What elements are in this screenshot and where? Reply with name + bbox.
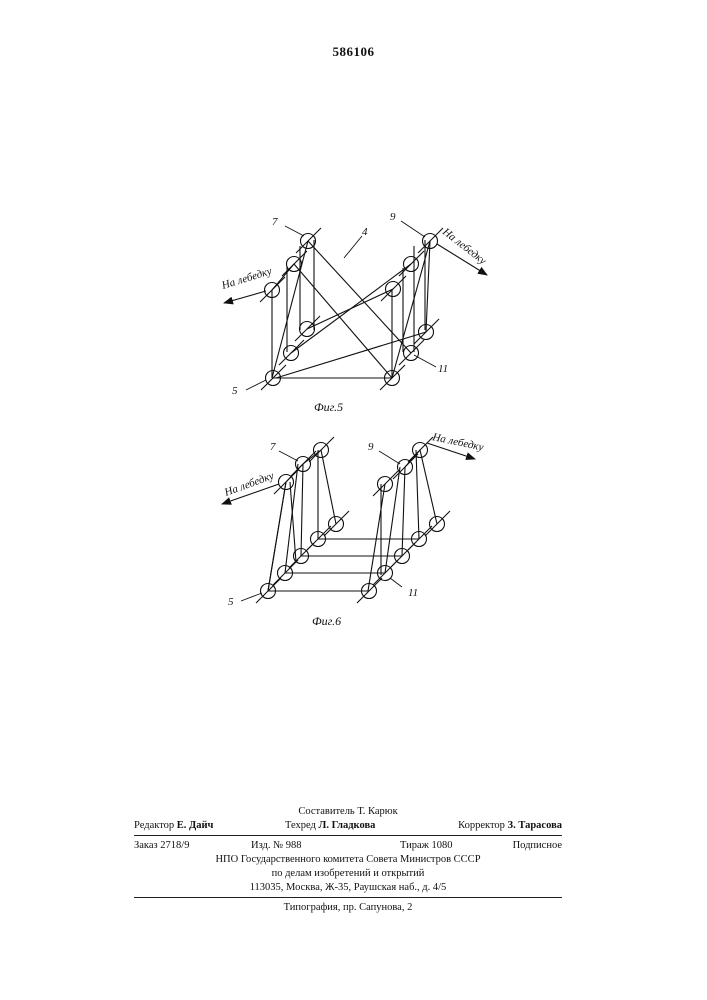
ref-label-7: 7 — [272, 216, 278, 228]
editor-credit: Редактор Е. Дайч — [134, 819, 213, 832]
patent-drawings: На лебедку На лебедку 7 9 4 5 11 Фиг.5 — [0, 0, 707, 700]
corrector-role: Корректор — [458, 820, 505, 831]
ref-label-5: 5 — [232, 385, 238, 397]
ref-label-9: 9 — [368, 441, 374, 453]
winch-label-left: На лебедку — [219, 265, 273, 292]
ref-label-9: 9 — [390, 211, 396, 223]
divider — [134, 897, 562, 898]
sheave — [381, 276, 406, 301]
org-line-2: по делам изобретений и открытий — [134, 867, 562, 881]
winch-label-right: На лебедку — [430, 431, 484, 454]
figure-5: На лебедку На лебедку 7 9 4 5 11 Фиг.5 — [219, 211, 488, 414]
ref-label-7: 7 — [270, 441, 276, 453]
sheave — [291, 451, 316, 476]
ref-label-11: 11 — [408, 587, 418, 599]
figure-5-leaders — [246, 221, 436, 390]
sheave — [309, 437, 334, 462]
order-number: Заказ 2718/9 — [134, 839, 189, 852]
sheave — [393, 454, 418, 479]
sheave — [324, 511, 349, 536]
sheave — [373, 471, 398, 496]
subscription-note: Подписное — [513, 839, 562, 852]
ref-label-4: 4 — [362, 226, 368, 238]
circulation: Тираж 1080 — [400, 839, 453, 852]
sheave — [418, 228, 443, 253]
editor-name: Е. Дайч — [177, 820, 214, 831]
sheave — [279, 340, 304, 365]
winch-arrow-left — [224, 291, 266, 303]
corrector-credit: Корректор З. Тарасова — [458, 819, 562, 832]
sheave — [282, 251, 307, 276]
ref-label-11: 11 — [438, 363, 448, 375]
techred-credit: Техред Л. Гладкова — [285, 819, 375, 832]
compiler-line: Составитель Т. Карюк — [134, 805, 562, 819]
figure-6-sheaves — [256, 437, 450, 603]
printer-line: Типография, пр. Сапунова, 2 — [134, 901, 562, 915]
org-address: 113035, Москва, Ж-35, Раушская наб., д. … — [134, 881, 562, 895]
sheave — [425, 511, 450, 536]
figure-6-caption: Фиг.6 — [312, 614, 341, 628]
figure-6: На лебедку На лебедку 7 9 5 11 Фиг.6 — [222, 431, 485, 628]
sheave — [295, 316, 320, 341]
sheave — [399, 251, 424, 276]
ref-label-5: 5 — [228, 596, 234, 608]
edition-number: Изд. № 988 — [251, 839, 302, 852]
imprint-block: Составитель Т. Карюк Редактор Е. Дайч Те… — [134, 805, 562, 915]
order-line: Заказ 2718/9 Изд. № 988 Тираж 1080 Подпи… — [134, 839, 562, 853]
techred-name: Л. Гладкова — [319, 820, 376, 831]
techred-role: Техред — [285, 820, 316, 831]
sheave — [296, 228, 321, 253]
sheave — [408, 437, 433, 462]
editor-role: Редактор — [134, 820, 174, 831]
corrector-name: З. Тарасова — [508, 820, 562, 831]
org-line-1: НПО Государственного комитета Совета Мин… — [134, 853, 562, 867]
figure-5-caption: Фиг.5 — [314, 400, 343, 414]
divider — [134, 835, 562, 836]
staff-line: Редактор Е. Дайч Техред Л. Гладкова Корр… — [134, 819, 562, 833]
